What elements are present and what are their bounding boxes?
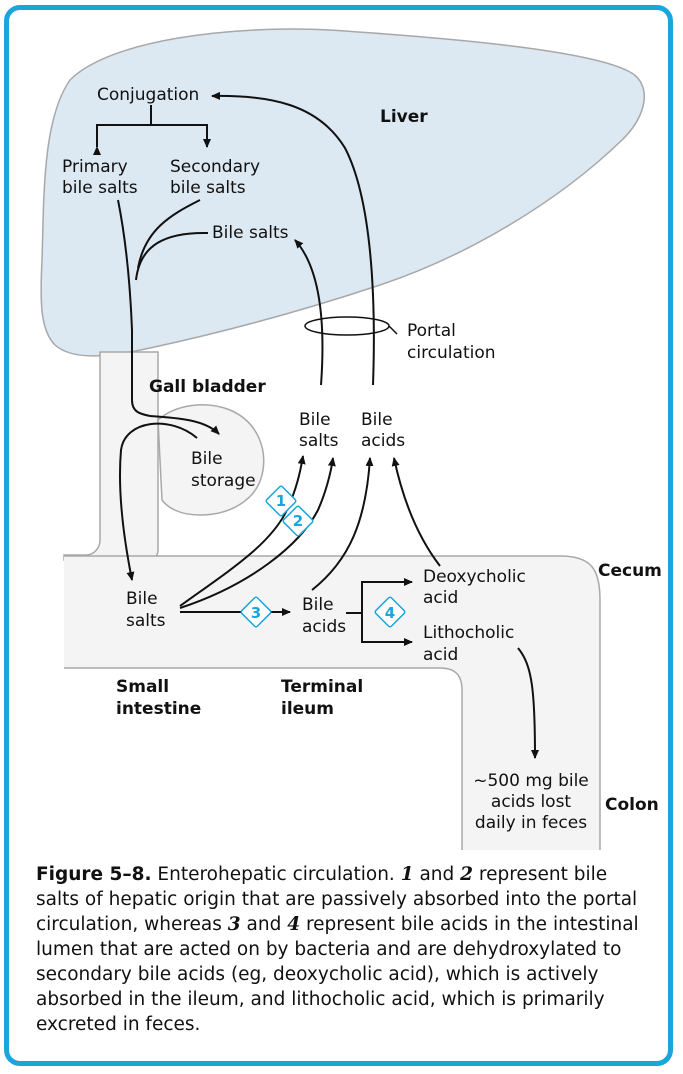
- colon-region-label: Colon: [605, 795, 659, 815]
- feces-loss-line1: ~500 mg bile: [473, 771, 589, 791]
- lithocholic-acid-line2: acid: [423, 645, 458, 665]
- figure-label: Figure 5–8.: [36, 864, 152, 885]
- primary-bile-salts-line2: bile salts: [62, 178, 138, 198]
- portal-bile-acids-line1: Bile: [361, 410, 393, 430]
- liver-bile-salts-label: Bile salts: [212, 223, 289, 243]
- gall-bladder-region-label: Gall bladder: [149, 377, 266, 397]
- cecum-region-label: Cecum: [598, 561, 662, 581]
- portal-bile-acids-line2: acids: [361, 431, 405, 451]
- portal-circulation-ring: [305, 317, 389, 335]
- caption-ref-4: 4: [287, 914, 300, 935]
- figure-caption: Figure 5–8. Enterohepatic circulation. 1…: [36, 862, 651, 1037]
- caption-ref-3: 3: [228, 914, 241, 935]
- caption-ref-2: 2: [460, 864, 473, 885]
- terminal-ileum-line2: ileum: [281, 699, 334, 719]
- portal-leader-line: [389, 326, 397, 334]
- deoxycholic-acid-line1: Deoxycholic: [423, 567, 526, 587]
- portal-bile-salts-line1: Bile: [299, 410, 331, 430]
- caption-ref-1: 1: [401, 864, 414, 885]
- caption-text-1: Enterohepatic circulation.: [152, 864, 401, 885]
- portal-bile-salts-line2: salts: [299, 431, 339, 451]
- secondary-bile-salts-line1: Secondary: [170, 157, 260, 177]
- intestine-bile-salts-line2: salts: [126, 611, 166, 631]
- step-1-label: 1: [276, 492, 286, 510]
- ileum-bile-acids-line2: acids: [302, 617, 346, 637]
- bile-duct-shape: [64, 352, 158, 560]
- deoxycholic-acid-line2: acid: [423, 588, 458, 608]
- deoxycholic-to-portal-arrow: [394, 458, 440, 566]
- small-intestine-line1: Small: [116, 677, 169, 697]
- liver-region-label: Liver: [380, 107, 428, 127]
- portal-circulation-line1: Portal: [407, 321, 456, 341]
- bile-storage-line1: Bile: [191, 449, 223, 469]
- intestine-bile-salts-line1: Bile: [126, 589, 158, 609]
- step-2-label: 2: [293, 512, 303, 530]
- ileum-bile-acids-line1: Bile: [302, 595, 334, 615]
- conjugation-label: Conjugation: [97, 85, 199, 105]
- caption-text-4: and: [241, 914, 288, 935]
- step-4-label: 4: [385, 604, 395, 622]
- secondary-bile-salts-line2: bile salts: [170, 178, 246, 198]
- lithocholic-acid-line1: Lithocholic: [423, 623, 514, 643]
- feces-loss-line3: daily in feces: [475, 813, 587, 833]
- terminal-ileum-line1: Terminal: [281, 677, 363, 697]
- bile-storage-line2: storage: [191, 471, 256, 491]
- portal-circulation-line2: circulation: [407, 343, 496, 363]
- feces-loss-line2: acids lost: [491, 792, 572, 812]
- small-intestine-line2: intestine: [116, 699, 201, 719]
- primary-bile-salts-line1: Primary: [62, 157, 128, 177]
- caption-text-2: and: [414, 864, 461, 885]
- step-3-label: 3: [251, 604, 261, 622]
